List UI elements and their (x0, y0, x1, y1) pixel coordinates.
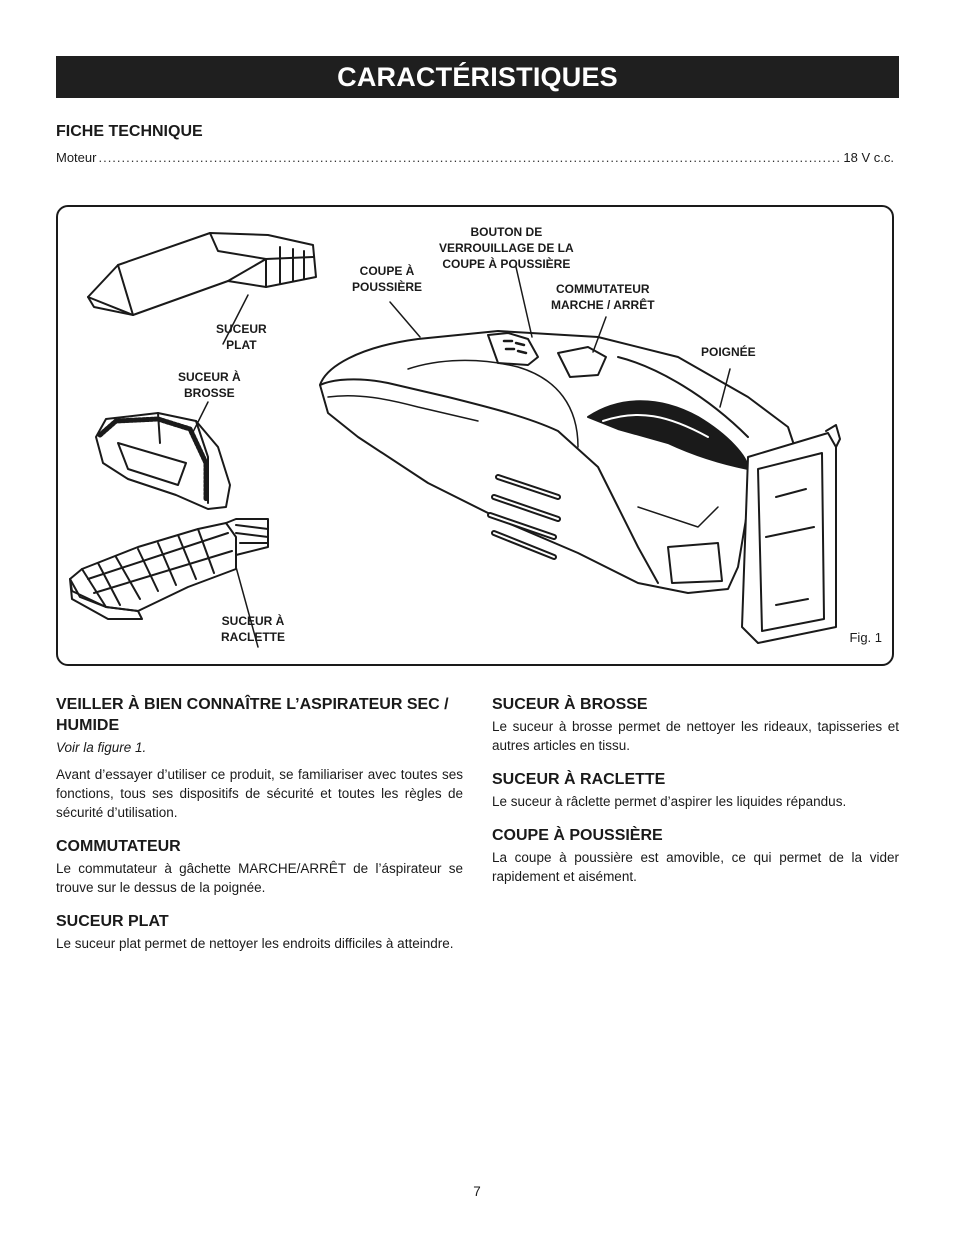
section-coupe-poussiere: COUPE À POUSSIÈRE La coupe à poussière e… (492, 825, 899, 886)
spec-label: Moteur (56, 150, 97, 165)
coupe-poussiere-heading: COUPE À POUSSIÈRE (492, 827, 663, 844)
callout-leader-lines (192, 266, 731, 648)
intro-figure-reference: Voir la figure 1. (56, 740, 147, 755)
brush-tool-drawing (95, 412, 231, 510)
right-column: SUCEUR À BROSSE Le suceur à brosse perme… (492, 694, 899, 900)
section-suceur-plat: SUCEUR PLAT Le suceur plat permet de net… (56, 911, 463, 953)
spec-value: 18 V c.c. (843, 150, 894, 165)
left-column: VEILLER À BIEN CONNAÎTRE L’ASPIRATEUR SE… (56, 694, 463, 967)
suceur-plat-heading: SUCEUR PLAT (56, 913, 169, 930)
commutateur-heading: COMMUTATEUR (56, 838, 181, 855)
callout-commutateur: COMMUTATEUR MARCHE / ARRÊT (551, 282, 655, 312)
spec-leader-dots (98, 150, 842, 165)
suceur-brosse-heading: SUCEUR À BROSSE (492, 696, 648, 713)
section-commutateur: COMMUTATEUR Le commutateur à gâchette MA… (56, 836, 463, 897)
callout-bouton-verrouillage: BOUTON DE VERROUILLAGE DE LA COUPE À POU… (439, 225, 574, 271)
coupe-poussiere-body: La coupe à poussière est amovible, ce qu… (492, 850, 899, 884)
figure-caption: Fig. 1 (849, 630, 882, 645)
intro-heading: VEILLER À BIEN CONNAÎTRE L’ASPIRATEUR SE… (56, 696, 449, 734)
crevice-tool-drawing (87, 232, 317, 316)
vacuum-body-drawing (319, 330, 841, 644)
intro-body: Avant d’essayer d’utiliser ce produit, s… (56, 767, 463, 820)
suceur-raclette-body: Le suceur à râclette permet d’aspirer le… (492, 794, 847, 809)
callout-poignee: POIGNÉE (701, 345, 756, 359)
fiche-technique-heading: FICHE TECHNIQUE (56, 123, 203, 140)
suceur-plat-body: Le suceur plat permet de nettoyer les en… (56, 936, 454, 951)
vacuum-illustration (69, 232, 841, 648)
section-suceur-raclette: SUCEUR À RACLETTE Le suceur à râclette p… (492, 769, 899, 811)
figure-box: SUCEUR PLAT SUCEUR À BROSSE SUCEUR À RAC… (56, 205, 894, 666)
callout-suceur-raclette: SUCEUR À RACLETTE (221, 614, 285, 644)
page-number: 7 (473, 1184, 481, 1199)
section-intro: VEILLER À BIEN CONNAÎTRE L’ASPIRATEUR SE… (56, 694, 463, 822)
callout-suceur-brosse: SUCEUR À BROSSE (178, 370, 241, 400)
callout-suceur-plat: SUCEUR PLAT (216, 322, 267, 352)
callout-coupe-poussiere: COUPE À POUSSIÈRE (352, 264, 423, 294)
page-title: CARACTÉRISTIQUES (337, 62, 618, 92)
suceur-brosse-body: Le suceur à brosse permet de nettoyer le… (492, 719, 899, 753)
commutateur-body: Le commutateur à gâchette MARCHE/ARRÊT d… (56, 861, 463, 895)
title-bar: CARACTÉRISTIQUES (56, 56, 899, 98)
squeegee-tool-drawing (69, 518, 269, 620)
section-suceur-brosse: SUCEUR À BROSSE Le suceur à brosse perme… (492, 694, 899, 755)
spec-row-moteur: Moteur 18 V c.c. (56, 150, 894, 165)
suceur-raclette-heading: SUCEUR À RACLETTE (492, 771, 666, 788)
